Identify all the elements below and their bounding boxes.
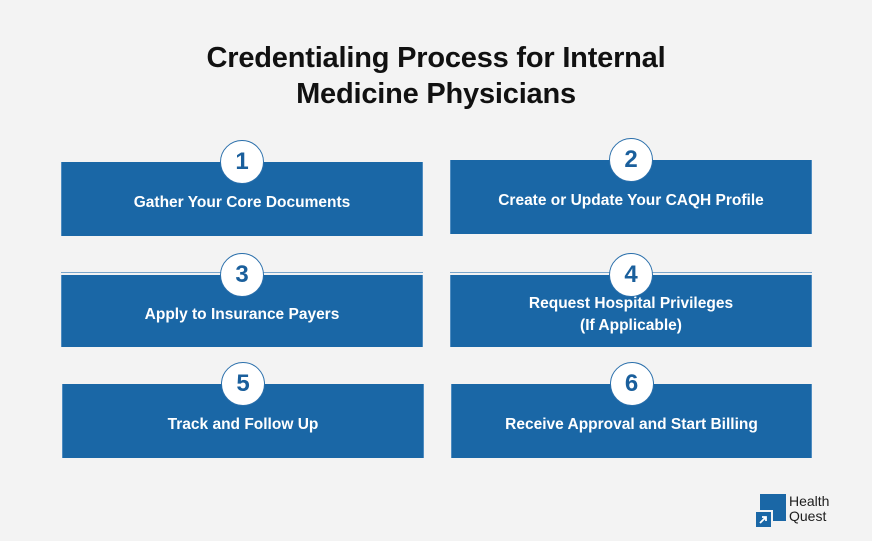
health-quest-logo: Health Quest (754, 493, 864, 529)
step-number-badge: 3 (220, 253, 264, 297)
step-label: Track and Follow Up (167, 416, 319, 433)
step-card-3: 3 Apply to Insurance Payers (61, 253, 423, 347)
step-label: Apply to Insurance Payers (144, 306, 340, 323)
logo-line-1: Health (789, 493, 830, 509)
step-label: Create or Update Your CAQH Profile (498, 192, 764, 209)
step-number-badge: 2 (609, 138, 653, 182)
step-card-4: 4 Request Hospital Privileges (If Applic… (450, 253, 812, 347)
step-number-badge: 4 (609, 253, 653, 297)
step-label-line-2: (If Applicable) (580, 317, 682, 334)
step-card-1: 1 Gather Your Core Documents (61, 140, 423, 236)
title-line-2: Medicine Physicians (296, 78, 576, 110)
step-number-badge: 5 (221, 362, 265, 406)
page-title: Credentialing Process for Internal Medic… (0, 40, 872, 112)
step-label: Gather Your Core Documents (133, 194, 351, 211)
logo-text: Health Quest (789, 494, 829, 524)
step-card-5: 5 Track and Follow Up (62, 362, 424, 458)
step-label: Receive Approval and Start Billing (505, 416, 758, 433)
step-card-6: 6 Receive Approval and Start Billing (451, 362, 812, 458)
arrow-up-right-icon (754, 510, 773, 529)
step-label-line-1: Request Hospital Privileges (528, 295, 734, 312)
step-card-2: 2 Create or Update Your CAQH Profile (450, 138, 812, 234)
step-number-badge: 6 (609, 362, 654, 406)
step-number-badge: 1 (220, 140, 264, 184)
logo-line-2: Quest (789, 508, 827, 524)
title-line-1: Credentialing Process for Internal (206, 42, 666, 74)
